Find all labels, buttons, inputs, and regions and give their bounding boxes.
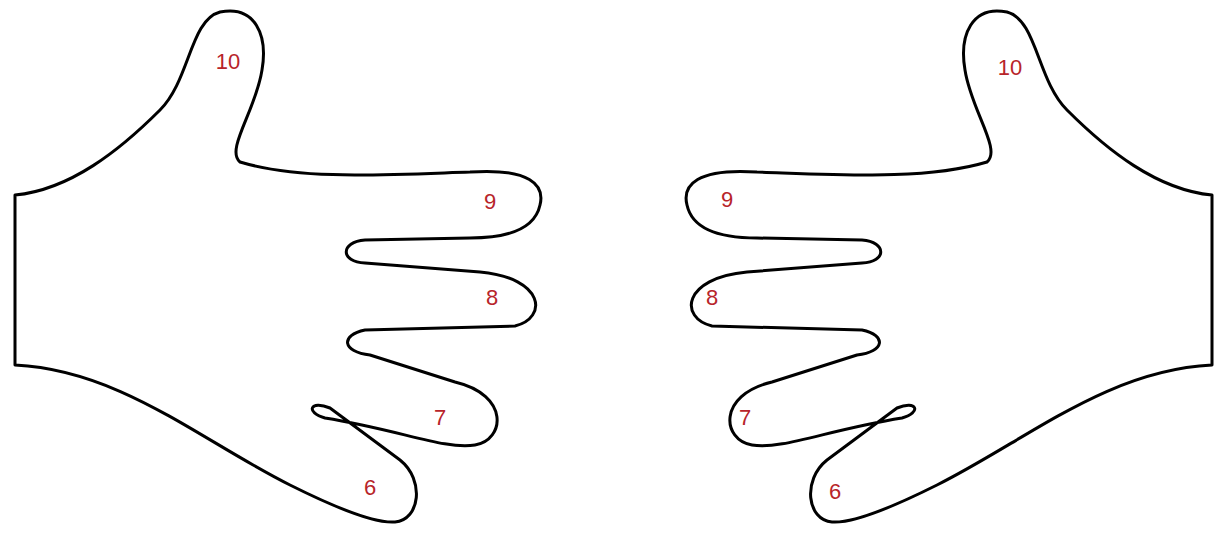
- left-hand: [15, 11, 541, 522]
- finger-number: 6: [364, 477, 376, 499]
- finger-number: 9: [484, 191, 496, 213]
- finger-number: 6: [829, 481, 841, 503]
- finger-number: 9: [721, 189, 733, 211]
- finger-number: 7: [739, 407, 751, 429]
- finger-number: 7: [434, 407, 446, 429]
- finger-number: 10: [998, 57, 1022, 79]
- right-hand: [686, 11, 1212, 522]
- finger-number: 8: [706, 287, 718, 309]
- finger-number: 10: [216, 51, 240, 73]
- finger-number: 8: [486, 287, 498, 309]
